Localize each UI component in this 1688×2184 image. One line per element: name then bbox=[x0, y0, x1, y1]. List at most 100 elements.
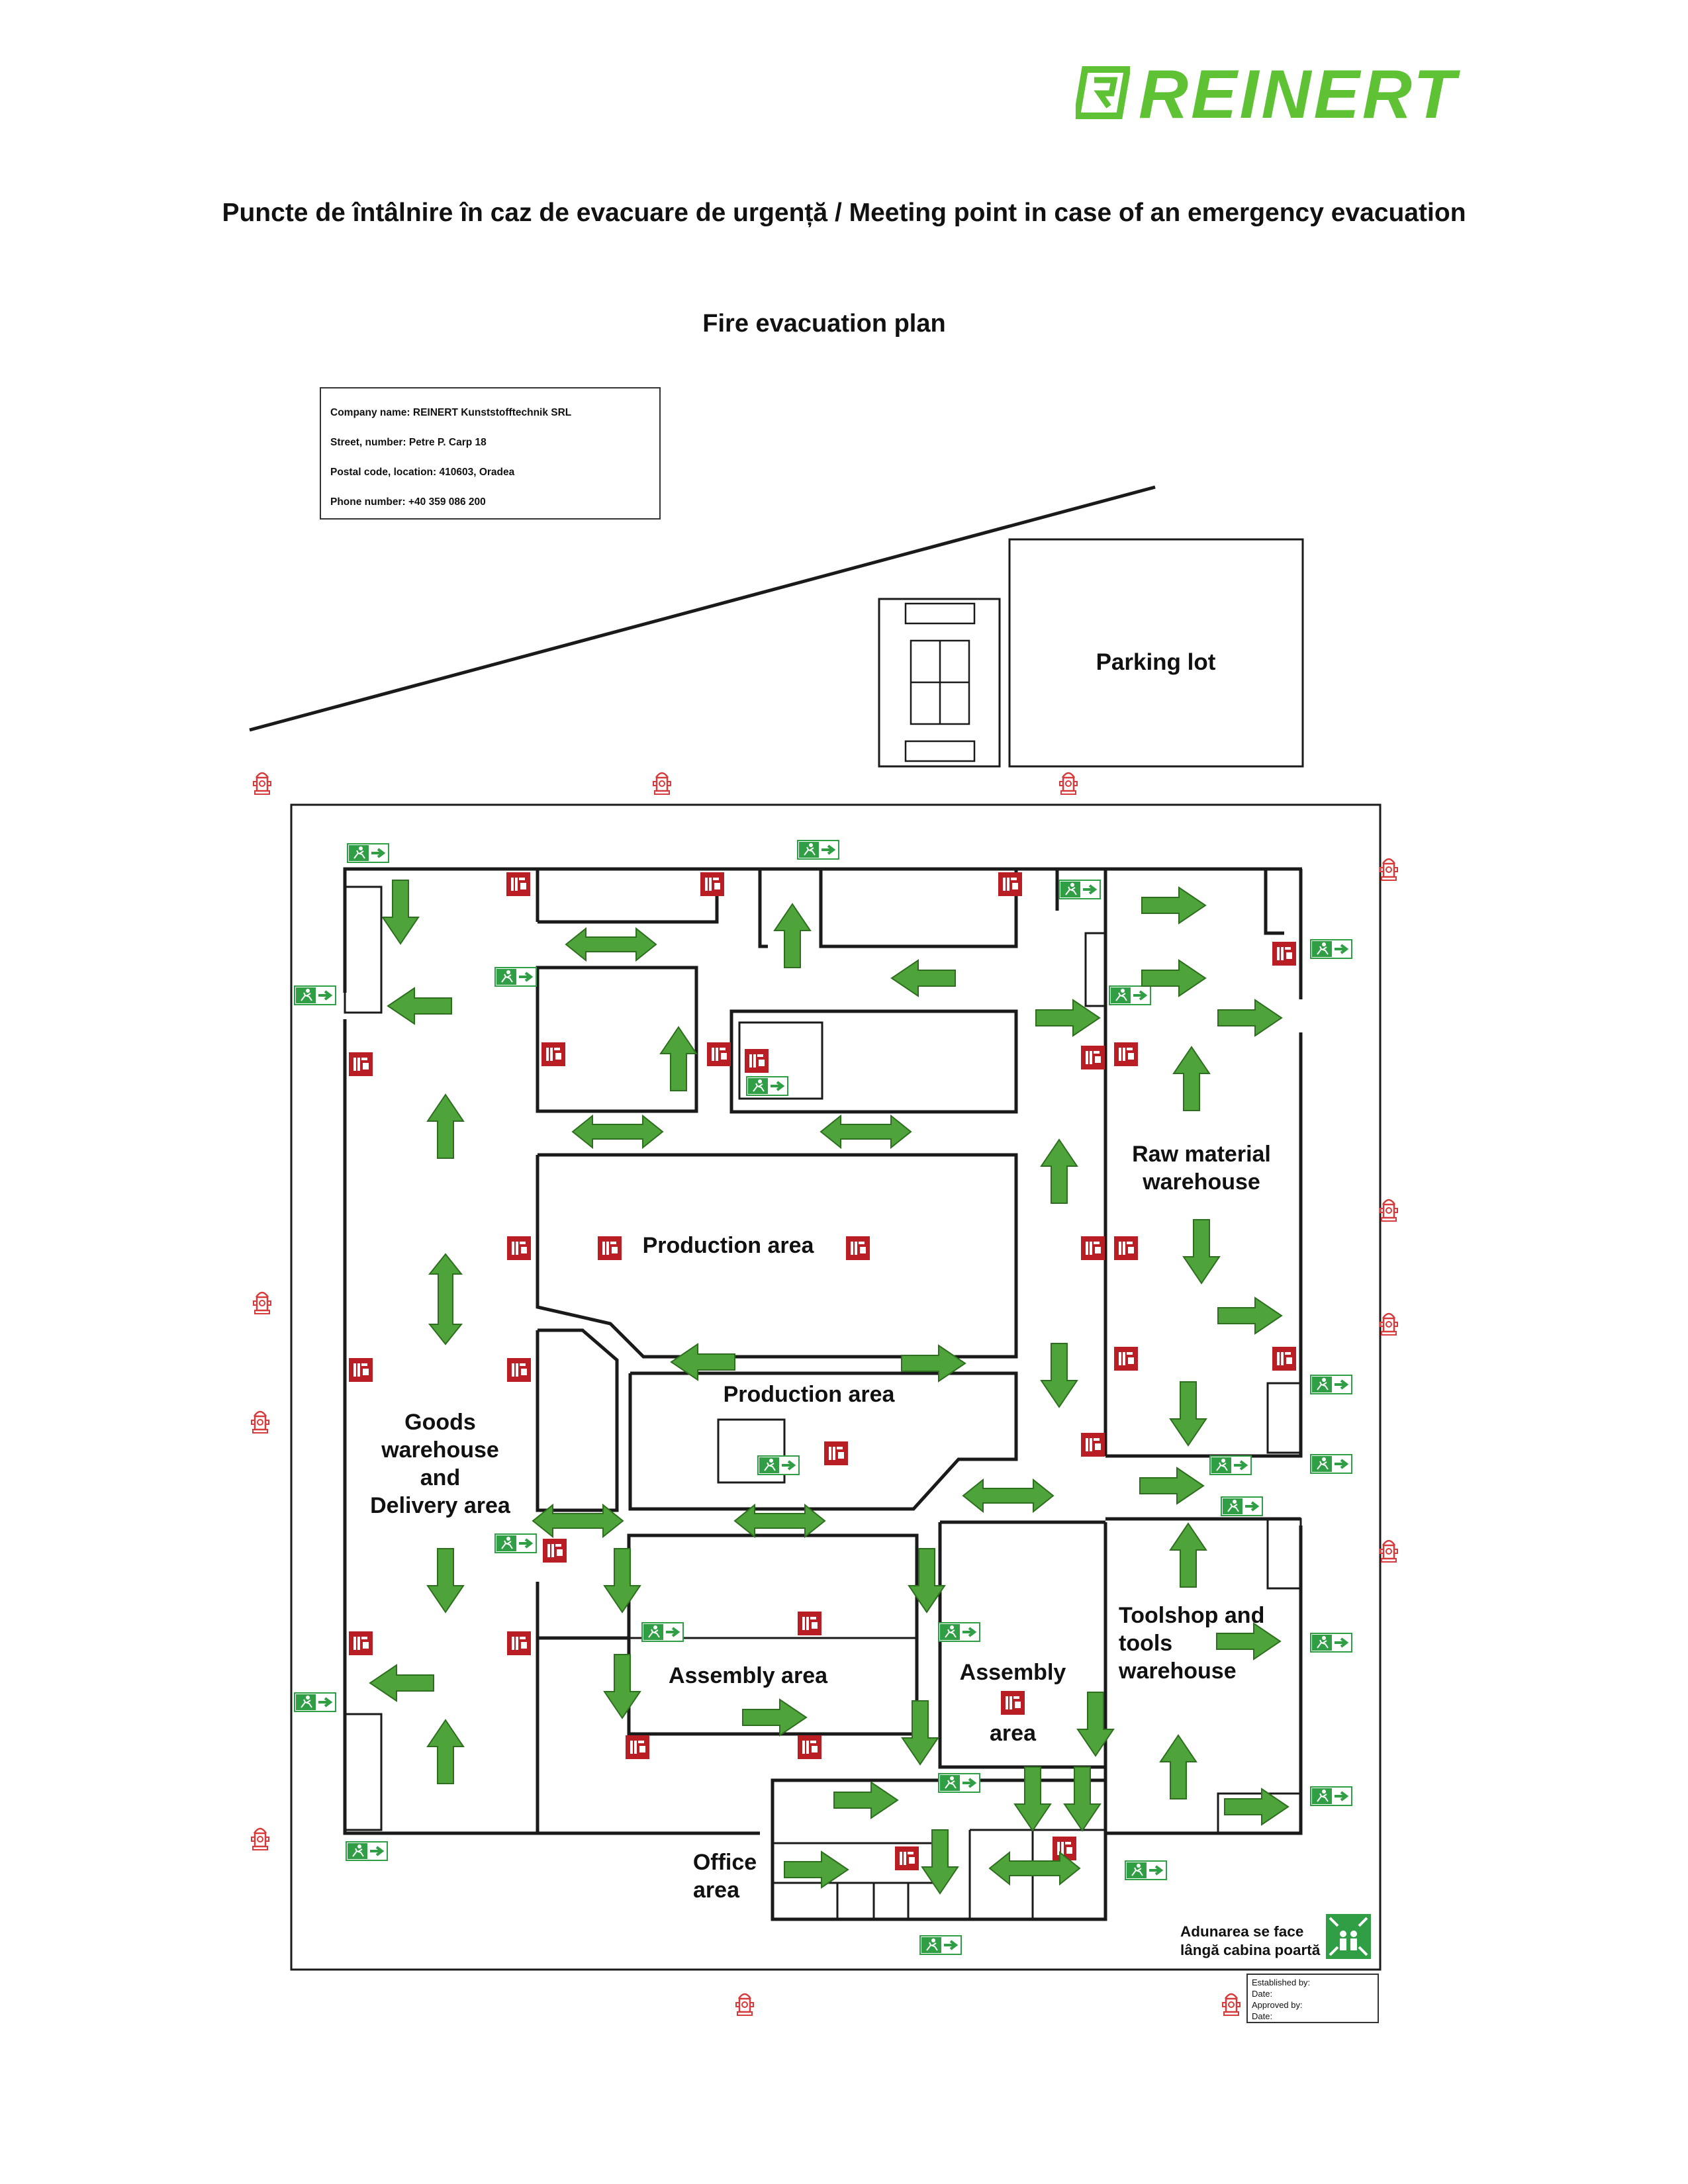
arrow-icon bbox=[1183, 1219, 1220, 1284]
goods-warehouse-label-2: warehouse bbox=[381, 1437, 499, 1463]
emergency-exit-icon bbox=[1309, 1786, 1353, 1807]
emergency-exit-icon bbox=[494, 966, 538, 987]
production-area-label-lower: Production area bbox=[724, 1382, 896, 1407]
arrow-icon bbox=[1160, 1735, 1197, 1799]
logo-mark-icon bbox=[1076, 66, 1130, 119]
fire-extinguisher-icon bbox=[507, 1236, 531, 1260]
fire-extinguisher-icon bbox=[507, 1631, 531, 1655]
fire-hydrant-icon bbox=[250, 1827, 270, 1851]
emergency-exit-icon bbox=[1124, 1860, 1168, 1881]
emergency-exit-icon bbox=[1309, 938, 1353, 960]
arrow-icon bbox=[1041, 1343, 1078, 1408]
approval-stamp: Established by: Date: Approved by: Date: bbox=[1246, 1974, 1379, 2023]
emergency-exit-icon bbox=[641, 1621, 684, 1643]
arrow-icon bbox=[1139, 1467, 1204, 1504]
fire-extinguisher-icon bbox=[1001, 1691, 1025, 1715]
fire-extinguisher-icon bbox=[895, 1846, 919, 1870]
fire-hydrant-icon bbox=[252, 1291, 272, 1315]
raw-material-label-2: warehouse bbox=[1142, 1169, 1260, 1195]
emergency-exit-icon bbox=[345, 1841, 389, 1862]
logo-text: REINERT bbox=[1139, 56, 1458, 133]
fire-hydrant-icon bbox=[1379, 1539, 1399, 1563]
fire-extinguisher-icon bbox=[798, 1612, 821, 1635]
toolshop-label-3: warehouse bbox=[1118, 1659, 1237, 1684]
fire-hydrant-icon bbox=[1058, 772, 1078, 796]
assembly-point-note: Adunarea se face lângă cabina poartă bbox=[1180, 1923, 1339, 1960]
emergency-exit-icon bbox=[494, 1533, 538, 1554]
double-arrow-icon bbox=[962, 1479, 1054, 1512]
fire-extinguisher-icon bbox=[626, 1735, 649, 1759]
emergency-exit-icon bbox=[1220, 1496, 1264, 1517]
arrow-icon bbox=[1170, 1523, 1207, 1588]
fire-extinguisher-icon bbox=[541, 1042, 565, 1066]
emergency-exit-icon bbox=[1108, 985, 1152, 1006]
emergency-exit-icon bbox=[1309, 1374, 1353, 1395]
arrow-icon bbox=[369, 1664, 434, 1702]
company-info-box: Company name: REINERT Kunststofftechnik … bbox=[320, 387, 661, 520]
office-area-label-2: area bbox=[693, 1878, 740, 1903]
gatehouse-building bbox=[878, 598, 1001, 768]
raw-material-label-1: Raw material bbox=[1132, 1142, 1271, 1167]
office-area-label-1: Office bbox=[693, 1850, 757, 1875]
company-name: Company name: REINERT Kunststofftechnik … bbox=[330, 407, 572, 418]
arrow-icon bbox=[833, 1782, 898, 1819]
fire-extinguisher-icon bbox=[598, 1236, 622, 1260]
page-heading: Puncte de întâlnire în caz de evacuare d… bbox=[222, 199, 1466, 227]
fire-extinguisher-icon bbox=[1081, 1046, 1105, 1069]
fire-extinguisher-icon bbox=[1272, 942, 1296, 966]
goods-warehouse-label-1: Goods bbox=[404, 1410, 476, 1435]
fire-hydrant-icon bbox=[1379, 1312, 1399, 1336]
fire-extinguisher-icon bbox=[349, 1052, 373, 1076]
arrow-icon bbox=[604, 1654, 641, 1719]
fire-hydrant-icon bbox=[1379, 858, 1399, 882]
emergency-exit-icon bbox=[1309, 1632, 1353, 1653]
arrow-icon bbox=[660, 1026, 697, 1091]
fire-extinguisher-icon bbox=[349, 1358, 373, 1382]
emergency-exit-icon bbox=[293, 985, 337, 1006]
assembly-point-icon bbox=[1326, 1914, 1371, 1959]
approved-by: Approved by: bbox=[1252, 2000, 1303, 2010]
fire-extinguisher-icon bbox=[707, 1042, 731, 1066]
assembly-area-right-label-2: area bbox=[990, 1721, 1037, 1746]
plan-title: Fire evacuation plan bbox=[702, 310, 946, 338]
fire-extinguisher-icon bbox=[824, 1441, 848, 1465]
goods-warehouse-label-4: Delivery area bbox=[370, 1493, 511, 1518]
assembly-area-right-label-1: Assembly bbox=[960, 1660, 1066, 1685]
assembly-note-line-1: Adunarea se face bbox=[1180, 1923, 1304, 1940]
fire-extinguisher-icon bbox=[1272, 1347, 1296, 1371]
site-boundary bbox=[290, 803, 1382, 1971]
arrow-icon bbox=[427, 1548, 464, 1613]
emergency-exit-icon bbox=[293, 1692, 337, 1713]
arrow-icon bbox=[774, 903, 811, 968]
fire-hydrant-icon bbox=[652, 772, 672, 796]
emergency-exit-icon bbox=[919, 1934, 962, 1956]
fire-extinguisher-icon bbox=[1081, 1433, 1105, 1457]
fire-extinguisher-icon bbox=[798, 1735, 821, 1759]
emergency-exit-icon bbox=[1309, 1453, 1353, 1475]
arrow-icon bbox=[1014, 1766, 1051, 1831]
fire-hydrant-icon bbox=[252, 772, 272, 796]
arrow-icon bbox=[921, 1829, 959, 1894]
double-arrow-icon bbox=[820, 1115, 912, 1148]
fire-extinguisher-icon bbox=[846, 1236, 870, 1260]
double-arrow-icon bbox=[572, 1115, 663, 1148]
fire-extinguisher-icon bbox=[543, 1539, 567, 1563]
fire-extinguisher-icon bbox=[1114, 1236, 1138, 1260]
assembly-area-left-label: Assembly area bbox=[669, 1663, 828, 1688]
fire-extinguisher-icon bbox=[506, 872, 530, 896]
fire-extinguisher-icon bbox=[700, 872, 724, 896]
company-phone: Phone number: +40 359 086 200 bbox=[330, 496, 486, 508]
arrow-icon bbox=[382, 880, 419, 944]
arrow-icon bbox=[1041, 1139, 1078, 1204]
toolshop-label-2: tools bbox=[1119, 1631, 1172, 1656]
company-street: Street, number: Petre P. Carp 18 bbox=[330, 437, 487, 448]
fire-extinguisher-icon bbox=[349, 1631, 373, 1655]
arrow-icon bbox=[742, 1699, 807, 1736]
fire-hydrant-icon bbox=[1221, 1993, 1241, 2017]
reinert-logo: REINERT bbox=[1076, 56, 1539, 136]
arrow-icon bbox=[1217, 1297, 1282, 1334]
arrow-icon bbox=[1173, 1046, 1210, 1111]
double-arrow-icon bbox=[989, 1852, 1080, 1885]
fire-extinguisher-icon bbox=[1114, 1042, 1138, 1066]
